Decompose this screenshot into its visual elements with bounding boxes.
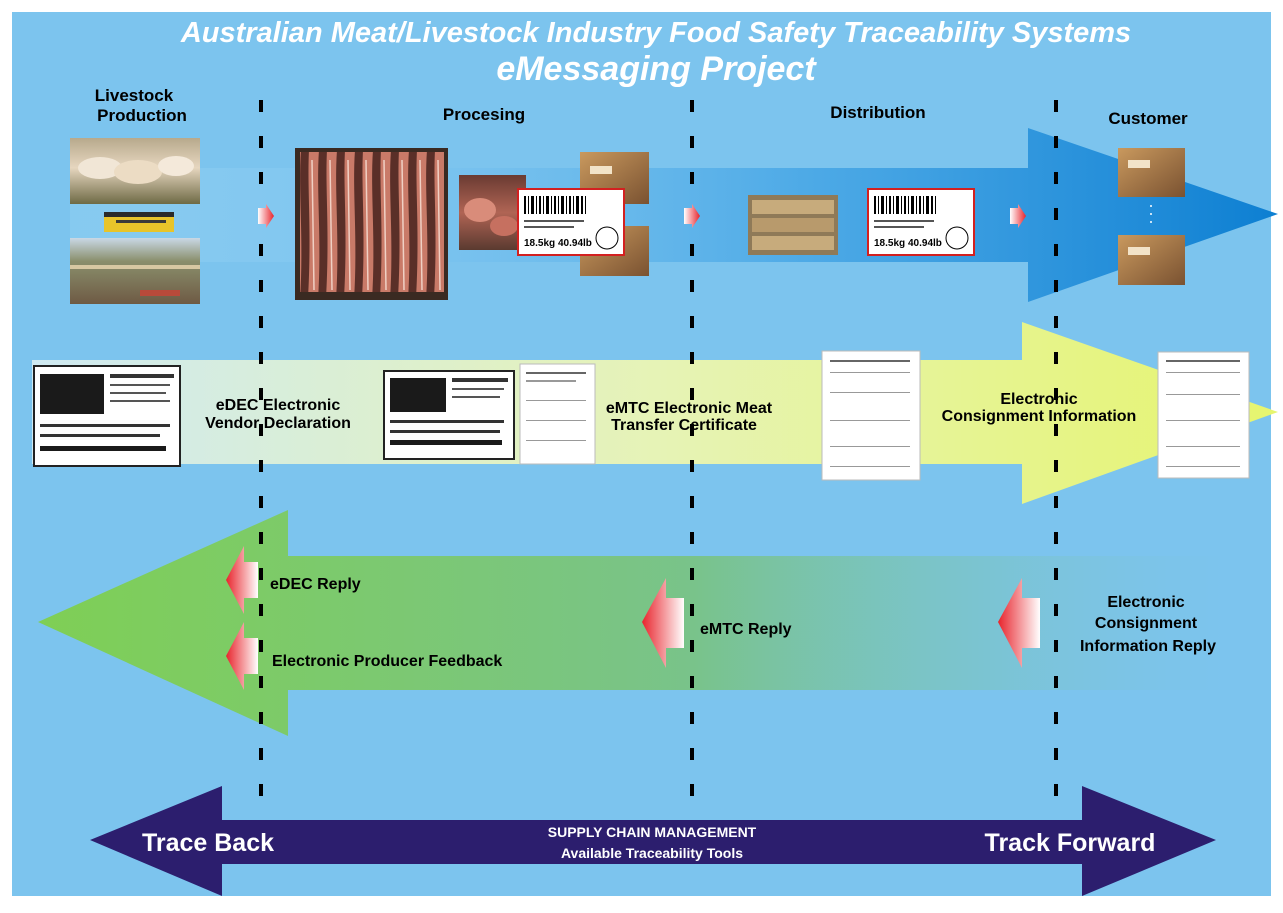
- producer-feedback-arrow: [226, 622, 258, 690]
- supply-chain-subtitle: Available Traceability Tools: [561, 845, 743, 861]
- consignment-form-1: [821, 350, 921, 481]
- eci-label-line1: Electronic: [1000, 391, 1077, 408]
- flow-arrow-2: [684, 204, 700, 228]
- flow-arrow-3: [1010, 204, 1026, 228]
- edec-label-line2: Vendor Declaration: [205, 415, 351, 432]
- customer-box-1: [1118, 148, 1185, 197]
- carton-label-1: 18.5kg 40.94lb: [517, 188, 625, 256]
- sheep-photo: [70, 138, 200, 204]
- eci-reply-label-line3: Information Reply: [1080, 638, 1216, 655]
- document-flow-arrow: [32, 322, 1278, 504]
- title-line-1: Australian Meat/Livestock Industry Food …: [180, 17, 1131, 49]
- eci-reply-label-line2: Consignment: [1095, 615, 1198, 632]
- edec-form-1: [33, 365, 181, 467]
- edec-reply-label: eDEC Reply: [270, 576, 361, 593]
- eci-label-line2: Consignment Information: [942, 408, 1137, 425]
- flow-arrow-1: [258, 204, 274, 228]
- stage-livestock-line2: Production: [97, 106, 187, 125]
- customer-box-2: [1118, 235, 1185, 285]
- emtc-reply-label: eMTC Reply: [700, 621, 792, 638]
- label-1-weight-lb: 40.94lb: [558, 238, 592, 249]
- stage-processing: Procesing: [443, 105, 525, 124]
- saleyard-photo: [70, 238, 200, 304]
- truck-icon: [104, 212, 174, 232]
- emtc-label-line1: eMTC Electronic Meat: [606, 400, 773, 417]
- title-line-2: eMessaging Project: [496, 50, 817, 88]
- supply-chain-arrow: [90, 786, 1216, 896]
- emtc-form: [519, 363, 596, 465]
- carton-label-2: 18.5kg 40.94lb: [867, 188, 975, 256]
- supply-chain-title: SUPPLY CHAIN MANAGEMENT: [548, 824, 757, 840]
- stage-livestock-line1: Livestock: [95, 86, 174, 105]
- consignment-form-2: [1157, 351, 1250, 479]
- label-2-weight-kg: 18.5kg: [874, 238, 905, 249]
- label-1-weight-kg: 18.5kg: [524, 238, 555, 249]
- carcass-photo: [295, 148, 448, 300]
- label-2-weight-lb: 40.94lb: [908, 238, 942, 249]
- producer-feedback-label: Electronic Producer Feedback: [272, 653, 502, 670]
- edec-label-line1: eDEC Electronic: [216, 397, 341, 414]
- edec-form-2: [383, 370, 515, 460]
- reply-flow-arrow: [38, 510, 1230, 736]
- meat-cuts-photo: [459, 175, 526, 250]
- pallet-photo: [748, 195, 838, 255]
- eci-reply-arrow: [998, 578, 1040, 668]
- track-forward-label: Track Forward: [985, 829, 1156, 857]
- emtc-label-line2: Transfer Certificate: [611, 417, 757, 434]
- edec-reply-arrow: [226, 546, 258, 614]
- trace-back-label: Trace Back: [142, 829, 274, 857]
- eci-reply-label-line1: Electronic: [1107, 594, 1184, 611]
- emtc-reply-arrow: [642, 578, 684, 668]
- ellipsis-dots: [1150, 205, 1152, 223]
- stage-distribution: Distribution: [830, 103, 925, 122]
- stage-customer: Customer: [1108, 109, 1188, 128]
